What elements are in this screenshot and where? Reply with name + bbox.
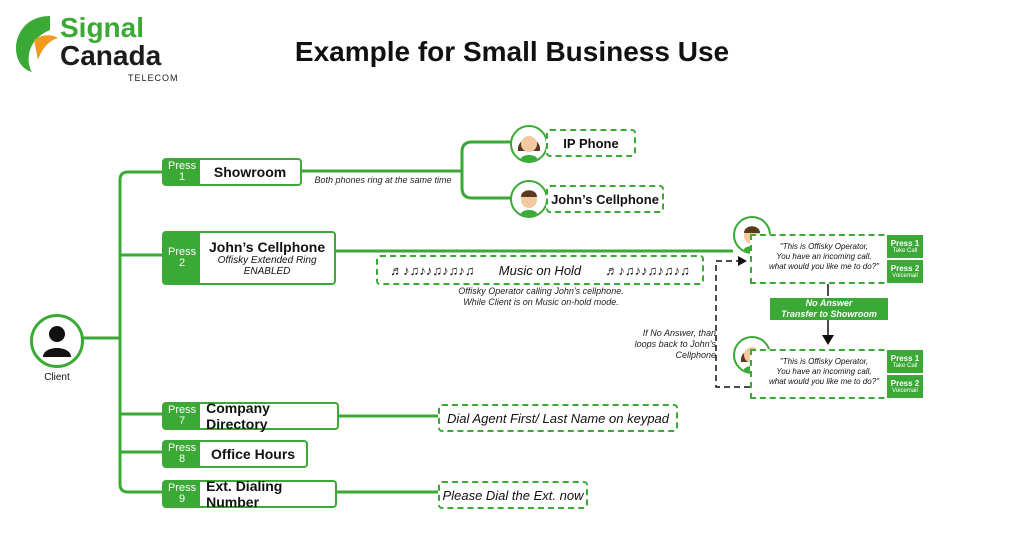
- ip-phone-box: IP Phone: [546, 129, 636, 157]
- client-label: Client: [44, 372, 70, 383]
- logo-text-signal: Signal: [60, 12, 145, 43]
- johns-cellphone-box: John’s Cellphone: [546, 185, 664, 213]
- woman-avatar-icon: [510, 125, 548, 163]
- option-label: Ext. Dialing Number: [206, 478, 283, 510]
- operator-prompt-box-2: "This is Offisky Operator,You have an in…: [750, 349, 924, 399]
- operator-prompt-box: "This is Offisky Operator,You have an in…: [750, 234, 924, 284]
- option-label: Office Hours: [211, 446, 296, 462]
- music-notes-icon: ♬♪♫♪♪♫♪♫♪♫: [605, 262, 690, 278]
- option-subtitle-2: ENABLED: [243, 266, 291, 277]
- music-notes-icon: ♬♪♫♪♪♫♪♫♪♫: [390, 262, 475, 278]
- hold-note: Offisky Operator calling John’s cellphon…: [458, 286, 624, 307]
- ext-prompt-box: Please Dial the Ext. now: [438, 481, 588, 509]
- man-avatar-icon: [510, 180, 548, 218]
- ring-note: Both phones ring at the same time: [314, 175, 452, 185]
- logo-text-telecom: TELECOM: [128, 73, 179, 83]
- option-label: Company Directory: [206, 400, 270, 432]
- option-label: Showroom: [213, 164, 287, 180]
- music-on-hold-box: ♬♪♫♪♪♫♪♫♪♫ Music on Hold ♬♪♫♪♪♫♪♫♪♫: [376, 255, 704, 285]
- page-title: Example for Small Business Use: [294, 36, 730, 67]
- option-label: John’s Cellphone Offisky Extended Ring E…: [200, 233, 334, 283]
- music-on-hold-label: Music on Hold: [498, 262, 582, 278]
- option-subtitle-1: Offisky Extended Ring: [217, 255, 317, 266]
- client-icon: [30, 314, 84, 368]
- operator-quote: "This is Offisky Operator,You have an in…: [768, 242, 879, 271]
- option-title: John’s Cellphone: [208, 239, 326, 255]
- directory-prompt-box: Dial Agent First/ Last Name on keypad: [438, 404, 678, 432]
- operator-quote: "This is Offisky Operator,You have an in…: [768, 357, 879, 386]
- logo-text-canada: Canada: [60, 40, 162, 71]
- logo-mark-icon: [16, 16, 58, 72]
